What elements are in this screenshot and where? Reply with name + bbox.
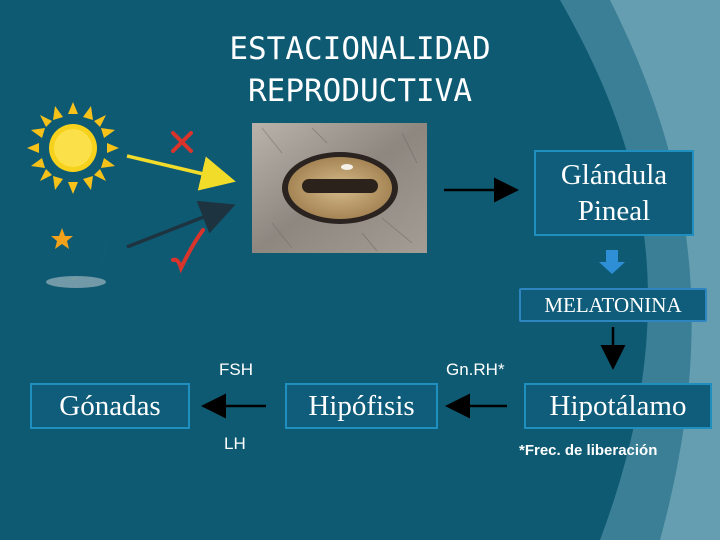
gonads-label: Gónadas: [59, 390, 160, 423]
hypothalamus-box: Hipotálamo: [524, 383, 712, 429]
hypothalamus-label: Hipotálamo: [550, 390, 687, 423]
cross-icon: [173, 133, 191, 151]
footnote: *Frec. de liberación: [519, 442, 657, 459]
pineal-line-2: Pineal: [578, 193, 651, 229]
gnrh-label: Gn.RH*: [446, 360, 505, 380]
lh-label: LH: [224, 434, 246, 454]
melatonin-box: MELATONINA: [519, 288, 707, 322]
check-icon: [173, 230, 203, 268]
pineal-down-arrow: [599, 250, 625, 274]
gonads-box: Gónadas: [30, 383, 190, 429]
day-arrow: [127, 156, 229, 180]
pineal-gland-box: Glándula Pineal: [534, 150, 694, 236]
star-icon: [51, 228, 73, 249]
sun-icon: [27, 102, 119, 194]
pituitary-label: Hipófisis: [308, 390, 414, 423]
night-arrow: [127, 207, 229, 247]
moon-icon: [46, 218, 106, 288]
pituitary-box: Hipófisis: [285, 383, 438, 429]
melatonin-label: MELATONINA: [544, 293, 681, 318]
fsh-label: FSH: [219, 360, 253, 380]
pineal-line-1: Glándula: [561, 157, 667, 193]
